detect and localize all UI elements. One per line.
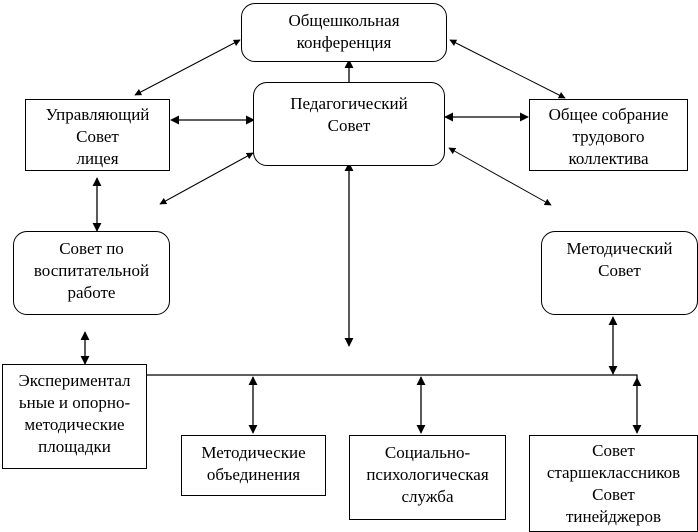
node-methodical-council: Методический Совет [541, 231, 698, 315]
node-text: Методические [201, 443, 306, 462]
node-methodical-associations: Методические объединения [181, 435, 326, 496]
node-managing-council: Управляющий Совет лицея [25, 99, 170, 171]
node-text: Совет [327, 116, 371, 135]
node-senior-council: Совет старшеклассников Совет тинейджеров [529, 435, 698, 532]
node-experimental-sites: Экспериментал ьные и опорно- методически… [2, 364, 147, 469]
node-text: конференция [296, 33, 392, 52]
node-text: Социально- [384, 443, 471, 462]
node-text: воспитательной [33, 261, 150, 280]
node-text: методические [24, 415, 125, 434]
edge-conference-general-meeting [449, 39, 566, 99]
node-text: работе [67, 283, 116, 302]
bus-line [146, 374, 638, 378]
node-text: Управляющий [45, 105, 150, 124]
node-text: Совет [592, 441, 635, 460]
node-text: Совет по [59, 239, 124, 258]
edge-pedagogical-lower-left [159, 152, 254, 205]
node-text: психологическая [366, 465, 489, 484]
edge-pedagogical-lower-right [448, 147, 552, 206]
node-general-meeting: Общее собрание трудового коллектива [529, 99, 688, 171]
node-text: объединения [206, 465, 301, 484]
node-text: Общее собрание [548, 105, 669, 124]
node-text: коллектива [568, 149, 649, 168]
node-text: служба [401, 487, 454, 506]
node-text: площадки [38, 437, 111, 456]
node-text: тинейджеров [565, 507, 661, 526]
node-text: старшеклассников [546, 463, 681, 482]
node-text: Совет [598, 261, 641, 280]
node-text: Совет [76, 127, 119, 146]
edge-conference-managing [134, 39, 241, 96]
node-text: Педагогический [290, 94, 408, 113]
node-social-psych-service: Социально- психологическая служба [349, 435, 506, 520]
node-text: трудового [572, 127, 645, 146]
node-pedagogical-council: Педагогический Совет [253, 82, 445, 166]
node-text: Методический [566, 239, 673, 258]
node-text: ьные и опорно- [18, 393, 131, 412]
node-upbringing-council: Совет по воспитательной работе [13, 231, 170, 315]
node-text: лицея [76, 149, 119, 168]
node-text: Совет [592, 485, 635, 504]
node-general-conference: Общешкольная конференция [241, 3, 447, 62]
node-text: Экспериментал [18, 371, 131, 390]
node-text: Общешкольная [288, 11, 400, 30]
